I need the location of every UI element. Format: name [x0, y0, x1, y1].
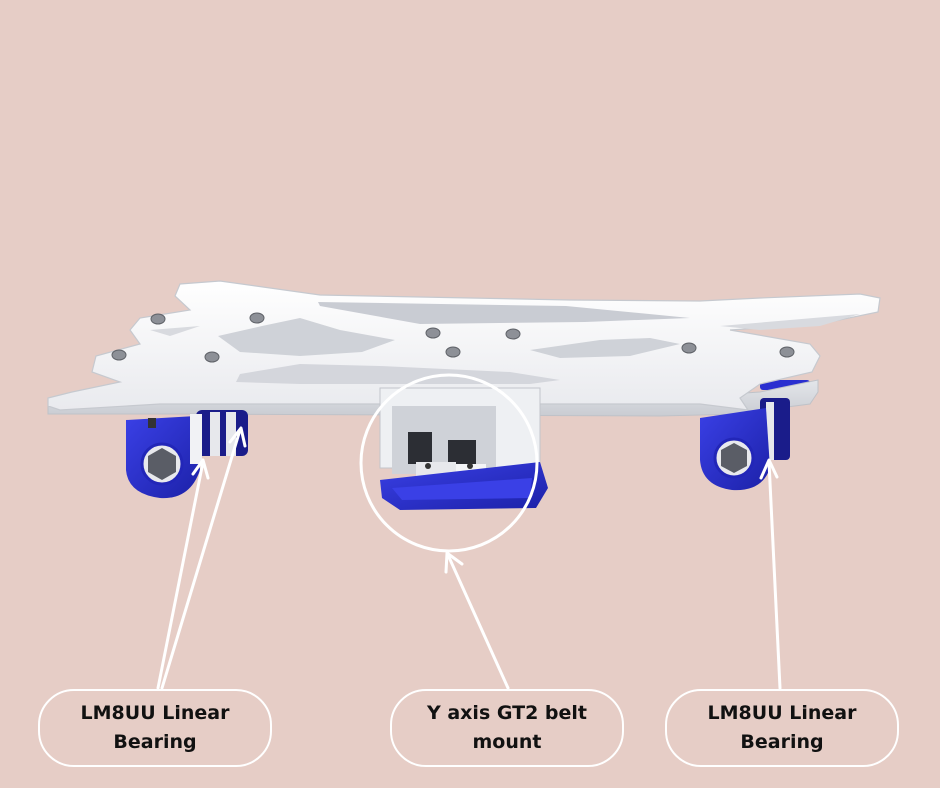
left-linear-bearing	[126, 410, 248, 499]
screw-9	[779, 346, 795, 358]
left-bearing-label: LM8UU Linear Bearing	[38, 689, 272, 767]
right-bearing-label: LM8UU Linear Bearing	[665, 689, 899, 767]
right-bearing-arrow	[759, 458, 782, 690]
left-bearing-arrow-2	[160, 426, 247, 690]
screw-3	[111, 349, 127, 361]
annotation-arrows	[156, 426, 782, 690]
screw-7	[445, 346, 461, 358]
belt-mount-label: Y axis GT2 belt mount	[390, 689, 624, 767]
screw-1	[150, 313, 166, 325]
left-bearing-label-text: LM8UU Linear Bearing	[80, 702, 230, 753]
belt-mount-label-text: Y axis GT2 belt mount	[426, 702, 588, 753]
right-linear-bearing	[700, 398, 790, 491]
screw-8	[681, 342, 697, 354]
belt-mount-arrow	[444, 551, 510, 690]
belt-mount	[379, 387, 548, 510]
screw-5	[425, 327, 441, 339]
screw-6	[505, 328, 521, 340]
left-bearing-arrow-1	[156, 458, 210, 690]
screw-4	[204, 351, 220, 363]
right-bearing-label-text: LM8UU Linear Bearing	[707, 702, 857, 753]
belt-mount-highlight-circle	[359, 373, 539, 553]
plate-screws	[111, 312, 795, 363]
screw-2	[249, 312, 265, 324]
